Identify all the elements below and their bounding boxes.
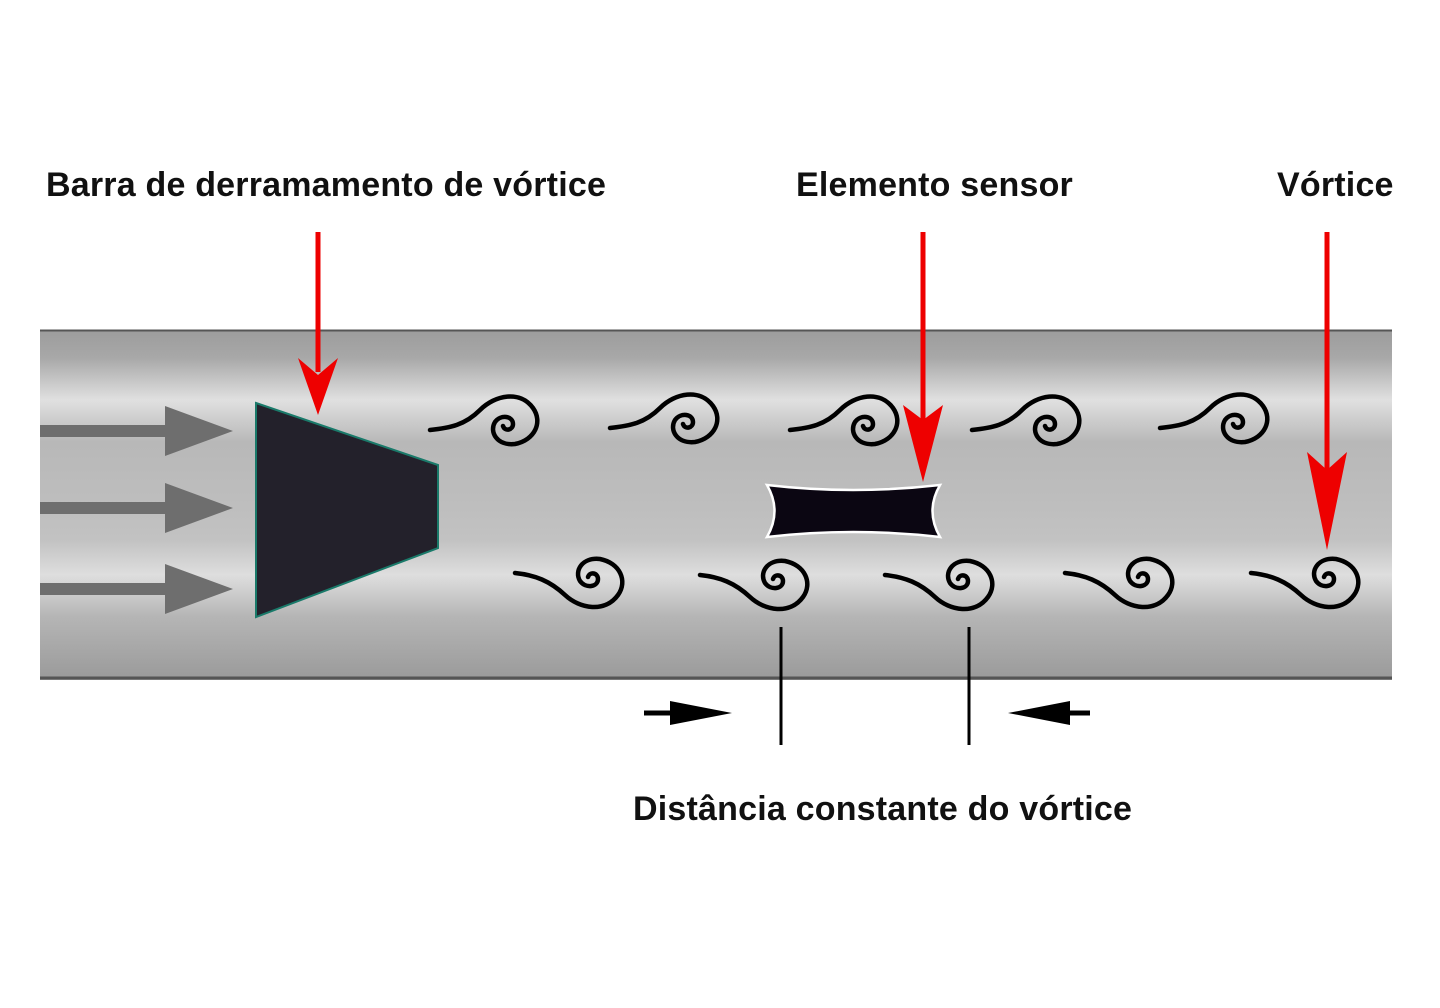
- sensor-element: [764, 483, 943, 539]
- flow-arrows: [40, 406, 233, 614]
- pipe: [40, 329, 1392, 680]
- label-shedder-bar: Barra de derramamento de vórtice: [46, 166, 607, 204]
- shedder-bar: [255, 401, 439, 619]
- pointer-arrow-vortex-icon: [1307, 232, 1347, 550]
- distance-markers: [644, 627, 1090, 745]
- label-sensor-element: Elemento sensor: [796, 166, 1073, 204]
- arrow-left-icon: [1008, 701, 1090, 725]
- pointer-arrow-sensor-icon: [903, 232, 943, 482]
- flow-arrow-icon: [40, 564, 233, 614]
- pointer-arrow-shedder-icon: [298, 232, 338, 415]
- arrow-right-icon: [644, 701, 732, 725]
- label-constant-distance: Distância constante do vórtice: [633, 790, 1133, 828]
- pointer-arrows: [298, 232, 1347, 550]
- label-vortex: Vórtice: [1277, 166, 1394, 204]
- flow-arrow-icon: [40, 483, 233, 533]
- flow-arrow-icon: [40, 406, 233, 456]
